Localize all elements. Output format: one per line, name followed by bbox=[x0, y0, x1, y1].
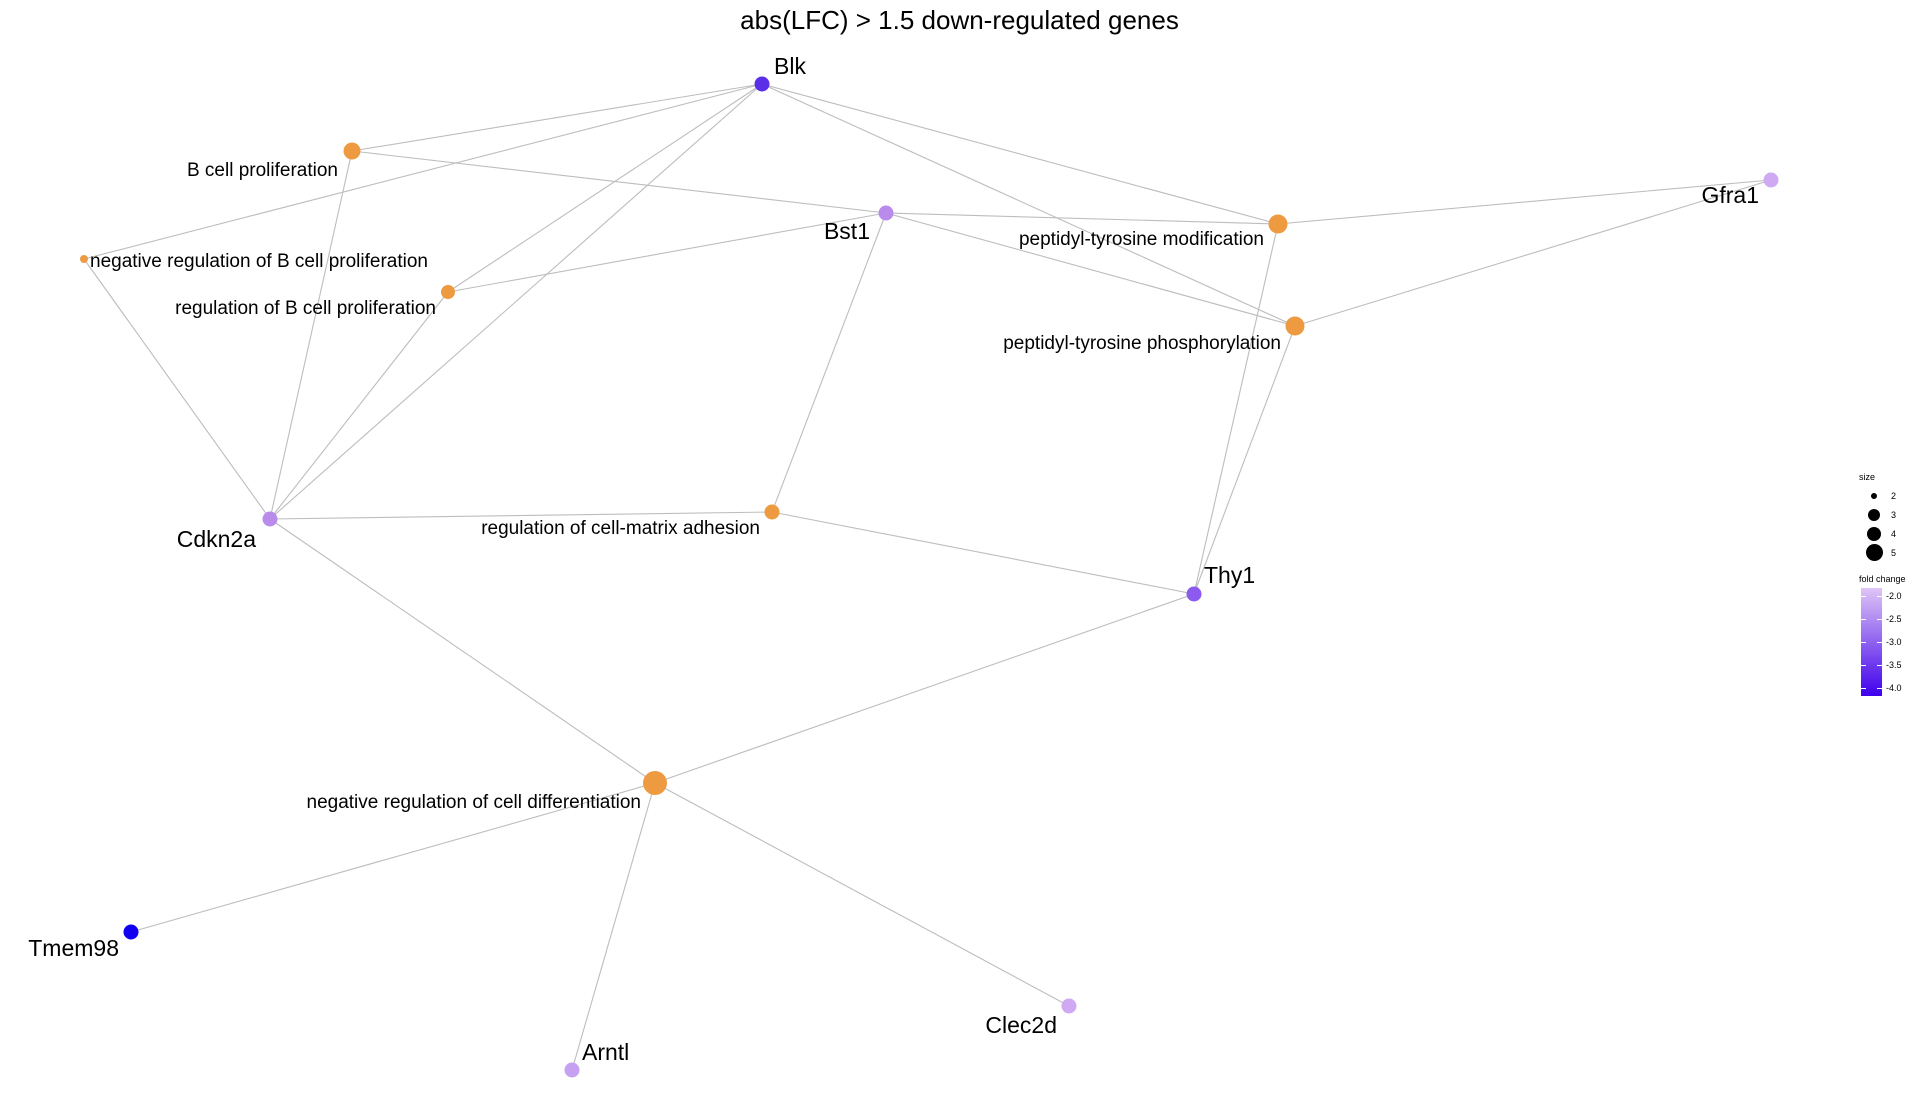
network-edge bbox=[654, 593, 1195, 784]
legend-colorbar-tick-label: -3.5 bbox=[1886, 660, 1902, 670]
legend-colorbar-tick bbox=[1861, 688, 1882, 689]
network-node-label: Bst1 bbox=[824, 218, 870, 244]
legend-colorbar-tick bbox=[1861, 619, 1882, 620]
legend-size-dot bbox=[1867, 526, 1881, 541]
network-node-term[interactable] bbox=[1285, 316, 1305, 336]
legend-size-label: 2 bbox=[1891, 490, 1897, 501]
network-node-gene[interactable] bbox=[564, 1062, 580, 1078]
legend-size-dot-wrap bbox=[1861, 492, 1887, 499]
network-node-term[interactable] bbox=[441, 285, 455, 299]
legend-colorbar-tick bbox=[1861, 665, 1882, 666]
legend-colorbar-tick bbox=[1861, 596, 1882, 597]
network-edge bbox=[771, 212, 887, 513]
network-edge bbox=[83, 83, 763, 260]
legend-size-item: 5 bbox=[1861, 543, 1919, 562]
legend-size-items: 2 3 4 5 bbox=[1855, 486, 1919, 562]
legend-size-group: size 2 3 4 5 bbox=[1855, 472, 1919, 562]
network-edge bbox=[1193, 325, 1296, 595]
network-edge bbox=[269, 511, 773, 520]
network-edge bbox=[351, 83, 763, 152]
legend-colorbar-tick-label: -4.0 bbox=[1886, 683, 1902, 693]
legend-colorbar-wrap: -2.0 -2.5 -3.0 -3.5 -4.0 bbox=[1861, 588, 1919, 696]
network-edge bbox=[885, 212, 1296, 327]
network-edge bbox=[269, 518, 656, 784]
network-node-term[interactable] bbox=[643, 771, 667, 795]
legend-size-dot bbox=[1871, 492, 1877, 499]
network-edge bbox=[571, 782, 656, 1071]
legend-colorbar-tick-label: -2.5 bbox=[1886, 614, 1902, 624]
network-edge bbox=[654, 782, 1070, 1007]
network-edge bbox=[83, 258, 271, 520]
network-node-label: Tmem98 bbox=[28, 935, 119, 961]
page-title: abs(LFC) > 1.5 down-regulated genes bbox=[740, 5, 1179, 35]
legend-size-label: 3 bbox=[1891, 509, 1897, 520]
network-node-gene[interactable] bbox=[1763, 172, 1779, 188]
legend-colorbar-tick-label: -3.0 bbox=[1886, 637, 1902, 647]
legend-size-label: 4 bbox=[1891, 528, 1897, 539]
legend-size-dot-wrap bbox=[1861, 508, 1887, 521]
network-node-label: peptidyl-tyrosine phosphorylation bbox=[1003, 333, 1281, 354]
legend-foldchange-group: fold change -2.0 -2.5 -3.0 -3.5 -4.0 bbox=[1855, 574, 1919, 696]
network-edge bbox=[269, 83, 763, 520]
network-edge bbox=[761, 83, 1296, 327]
network-node-label: Cdkn2a bbox=[177, 526, 256, 552]
network-edge bbox=[1294, 179, 1772, 327]
network-edge bbox=[447, 83, 763, 293]
legend-foldchange-title: fold change bbox=[1859, 574, 1906, 584]
legend-size-label: 5 bbox=[1891, 547, 1897, 558]
network-node-gene[interactable] bbox=[878, 205, 894, 221]
network-node-gene[interactable] bbox=[262, 511, 278, 527]
network-edge bbox=[351, 150, 887, 214]
network-node-gene[interactable] bbox=[1061, 998, 1077, 1014]
network-node-gene[interactable] bbox=[754, 76, 770, 92]
network-node-gene[interactable] bbox=[1186, 586, 1202, 602]
network-node-label: Blk bbox=[774, 53, 806, 79]
network-node-label: Clec2d bbox=[985, 1012, 1057, 1038]
network-node-label: regulation of cell-matrix adhesion bbox=[481, 518, 760, 539]
network-node-label: Arntl bbox=[582, 1039, 629, 1065]
network-edge bbox=[1193, 223, 1279, 595]
legend-size-title: size bbox=[1859, 472, 1876, 482]
legend-size-dot-wrap bbox=[1861, 526, 1887, 541]
legend-size-item: 3 bbox=[1861, 505, 1919, 524]
network-edge bbox=[771, 511, 1195, 595]
legend-colorbar-tick bbox=[1861, 642, 1882, 643]
network-node-gene[interactable] bbox=[123, 924, 139, 940]
legend-size-dot-wrap bbox=[1861, 544, 1887, 561]
network-edge bbox=[1277, 179, 1772, 225]
nodes-layer bbox=[80, 76, 1779, 1078]
legend-size-dot bbox=[1868, 508, 1880, 521]
network-edge bbox=[269, 291, 449, 520]
legend-size-item: 2 bbox=[1861, 486, 1919, 505]
network-node-term[interactable] bbox=[80, 255, 88, 263]
network-node-label: negative regulation of B cell proliferat… bbox=[90, 251, 428, 272]
legend: size 2 3 4 5 fold change -2.0 -2.5 -3.0 -3.5 -4… bbox=[1855, 472, 1919, 696]
legend-size-dot bbox=[1865, 544, 1883, 561]
network-node-term[interactable] bbox=[343, 142, 361, 160]
network-edge bbox=[269, 150, 353, 520]
network-node-term[interactable] bbox=[764, 504, 780, 520]
network-edge bbox=[761, 83, 1279, 225]
network-node-term[interactable] bbox=[1268, 214, 1288, 234]
network-node-label: regulation of B cell proliferation bbox=[175, 298, 436, 319]
legend-colorbar-tick-label: -2.0 bbox=[1886, 591, 1902, 601]
network-edge bbox=[447, 212, 887, 293]
edges-layer bbox=[83, 83, 1772, 1071]
network-node-label: peptidyl-tyrosine modification bbox=[1019, 229, 1264, 250]
network-node-label: negative regulation of cell differentiat… bbox=[307, 792, 642, 813]
network-node-label: B cell proliferation bbox=[187, 160, 338, 181]
network-edge bbox=[885, 212, 1279, 225]
legend-size-item: 4 bbox=[1861, 524, 1919, 543]
legend-colorbar bbox=[1861, 588, 1882, 696]
network-node-label: Thy1 bbox=[1204, 562, 1255, 588]
network-node-label: Gfra1 bbox=[1701, 182, 1759, 208]
network-edge bbox=[130, 782, 656, 933]
